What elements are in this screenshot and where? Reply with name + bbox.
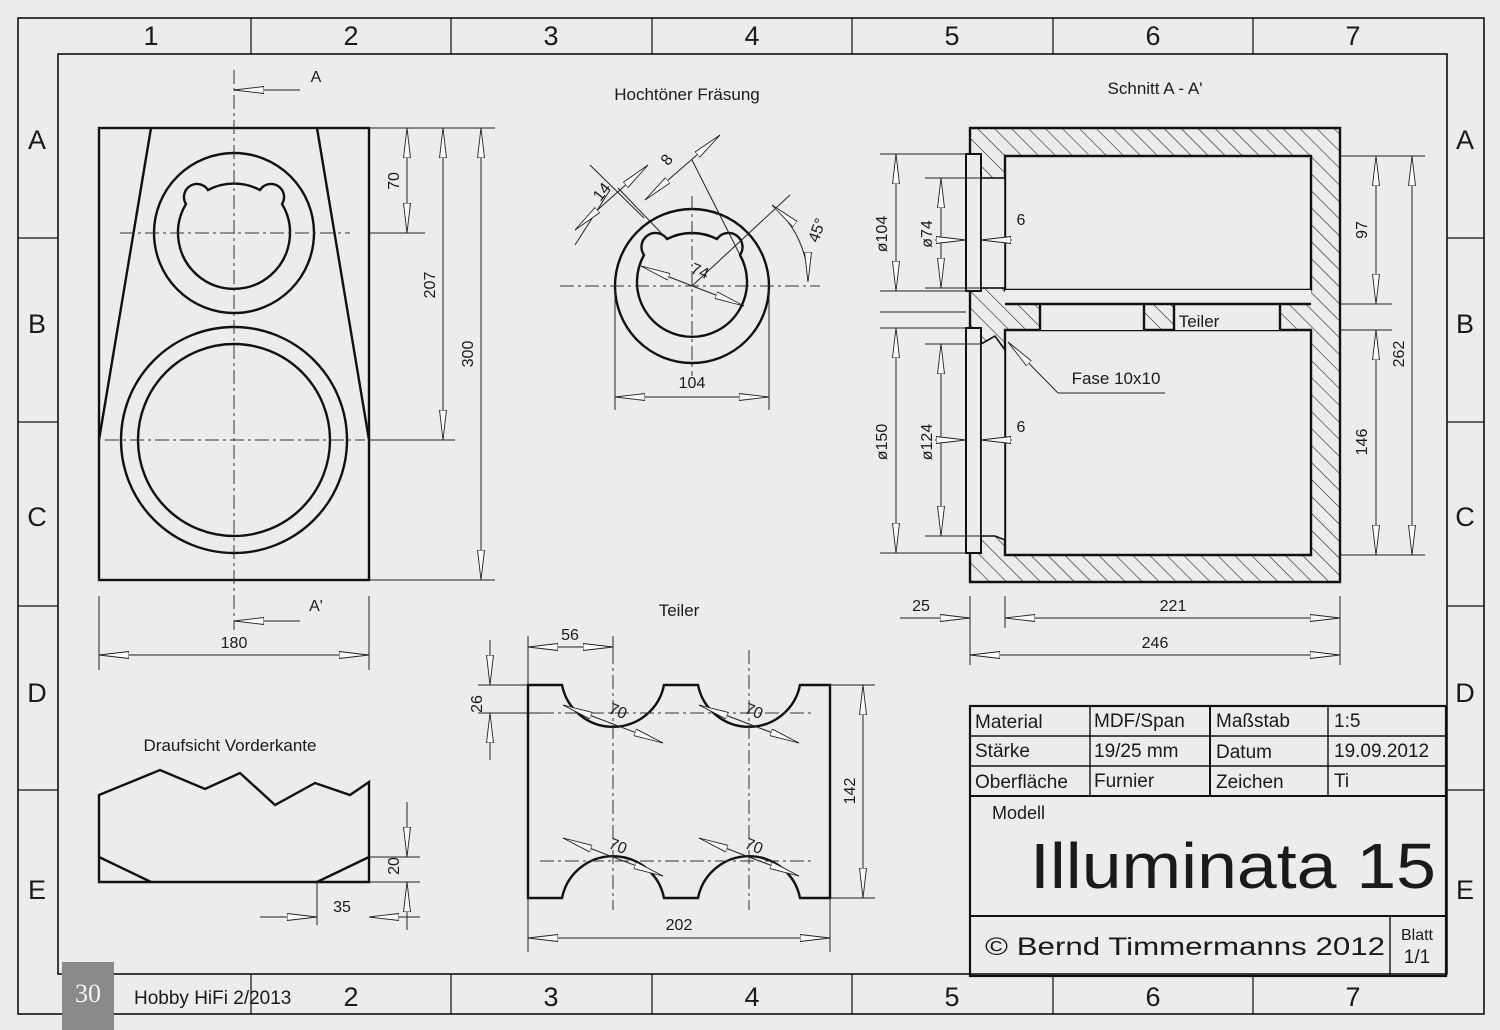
surface-label: Oberfläche (975, 772, 1068, 793)
grid-col-2-bottom: 2 (343, 982, 358, 1012)
inner-frame (57, 53, 1448, 975)
dim-70-c: 70 (606, 836, 629, 858)
grid-col-2-top: 2 (343, 21, 358, 51)
sheet-label: Blatt (1401, 927, 1434, 944)
tweeter-cut-view: Hochtöner Fräsung 74 104 14 8 45° (560, 85, 830, 410)
dim-25: 25 (912, 598, 930, 615)
section-walls (968, 126, 1342, 584)
grid-row-d-right: D (1455, 678, 1475, 708)
drawn-label: Zeichen (1216, 772, 1284, 793)
top-view: Draufsicht Vorderkante 20 35 (97, 736, 420, 930)
publication: Hobby HiFi 2/2013 (134, 988, 291, 1009)
grid-row-e-left: E (28, 875, 46, 905)
dim-35: 35 (333, 899, 351, 916)
dim-142: 142 (842, 778, 859, 805)
surface-value: Furnier (1094, 771, 1155, 792)
grid-col-3-top: 3 (543, 21, 558, 51)
grid-row-d-left: D (27, 678, 47, 708)
material-label: Material (975, 712, 1043, 733)
date-label: Datum (1216, 742, 1272, 763)
dim-70-d: 70 (742, 836, 765, 858)
dim-14: 14 (590, 180, 614, 205)
model-label: Modell (992, 803, 1045, 823)
dim-8: 8 (658, 151, 677, 169)
material-value: MDF/Span (1094, 711, 1185, 732)
tweeter-cut-title: Hochtöner Fräsung (614, 85, 760, 104)
dim-d150: ø150 (874, 424, 891, 461)
grid-ticks (18, 18, 1484, 1014)
dim-6-top: 6 (1017, 212, 1026, 229)
dim-6-bottom: 6 (1017, 419, 1026, 436)
dim-centre-distance: 207 (422, 272, 439, 299)
grid-row-a-left: A (28, 125, 46, 155)
grid-col-6-bottom: 6 (1145, 982, 1160, 1012)
scale-label: Maßstab (1216, 711, 1290, 732)
grid-col-7-top: 7 (1345, 21, 1360, 51)
grid-row-a-right: A (1456, 125, 1474, 155)
grid-row-b-left: B (28, 309, 46, 339)
outer-frame (17, 17, 1485, 1015)
front-view: A A' 180 70 207 300 (97, 69, 495, 670)
grid-col-6-top: 6 (1145, 21, 1160, 51)
grid-col-3-bottom: 3 (543, 982, 558, 1012)
grid-row-c-left: C (27, 502, 47, 532)
dim-104: 104 (679, 375, 706, 392)
dim-202: 202 (666, 917, 693, 934)
divider-title: Teiler (659, 601, 700, 620)
thickness-value: 19/25 mm (1094, 741, 1178, 762)
dim-d74: ø74 (919, 220, 936, 248)
scale-value: 1:5 (1334, 711, 1360, 732)
grid-row-c-right: C (1455, 502, 1475, 532)
section-view: Schnitt A - A' ø104 ø74 6 (874, 79, 1425, 665)
dim-d104: ø104 (874, 216, 891, 253)
sheet-value: 1/1 (1404, 947, 1430, 968)
dim-angle: 45° (806, 216, 830, 245)
dim-146: 146 (1354, 429, 1371, 456)
grid-row-e-right: E (1456, 875, 1474, 905)
title-block: Material MDF/Span Maßstab 1:5 Stärke 19/… (968, 704, 1448, 978)
grid-col-7-bottom: 7 (1345, 982, 1360, 1012)
dim-d124: ø124 (919, 424, 936, 461)
thickness-label: Stärke (975, 741, 1030, 762)
dim-70-a: 70 (606, 701, 629, 723)
top-view-title: Draufsicht Vorderkante (144, 736, 317, 755)
grid-col-4-top: 4 (744, 21, 759, 51)
dim-221: 221 (1160, 598, 1187, 615)
section-title: Schnitt A - A' (1108, 79, 1203, 98)
divider-view: Teiler 70 70 70 70 56 26 142 202 (469, 601, 875, 952)
label-divider: Teiler (1179, 312, 1220, 331)
label-chamfer: Fase 10x10 (1072, 369, 1161, 388)
dim-246: 246 (1142, 635, 1169, 652)
grid-col-5-top: 5 (944, 21, 959, 51)
grid-col-1-top: 1 (143, 21, 158, 51)
dim-20: 20 (386, 857, 403, 875)
grid-col-5-bottom: 5 (944, 982, 959, 1012)
section-mark-bottom: A' (309, 598, 323, 615)
drawn-value: Ti (1334, 771, 1349, 792)
dim-tweeter-height: 70 (386, 172, 403, 190)
dim-26: 26 (469, 695, 486, 713)
dim-70-b: 70 (742, 701, 765, 723)
dim-width: 180 (221, 635, 248, 652)
model-name: Illuminata 15 (1030, 830, 1436, 902)
copyright: © Bernd Timmermanns 2012 (985, 933, 1385, 961)
dim-56: 56 (561, 627, 579, 644)
section-mark-top: A (311, 69, 322, 86)
date-value: 19.09.2012 (1334, 741, 1429, 762)
dim-height: 300 (460, 341, 477, 368)
dim-97: 97 (1354, 221, 1371, 239)
grid-col-4-bottom: 4 (744, 982, 759, 1012)
dim-262: 262 (1391, 341, 1408, 368)
dim-74: 74 (688, 261, 711, 283)
page-number: 30 (62, 962, 114, 1030)
grid-row-b-right: B (1456, 309, 1474, 339)
